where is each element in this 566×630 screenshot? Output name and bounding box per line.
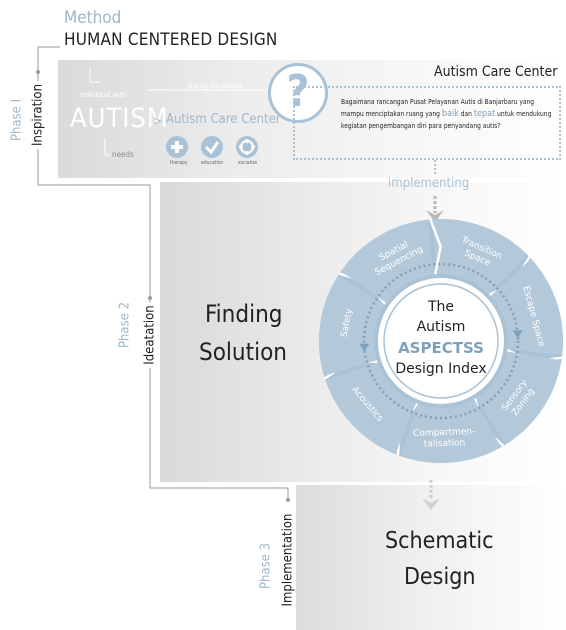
wheel-segment [325,362,416,455]
wheel-segment-label: Compartmen-talisation [413,427,476,450]
autism-word: AUTISM [70,103,169,134]
schematic-text: Schematic [385,528,494,554]
design-text: Design [404,564,476,590]
wheel-segment [490,258,563,356]
question-text: Bagaimana rancangan Pusat Pelayanan Auti… [341,96,557,132]
question-after: untuk mendukung kegiatan pengembangan di… [341,110,552,130]
therapy-icon [166,136,188,158]
wheel-center-text: Autism [417,319,466,335]
word-baik: baik [441,109,459,119]
question-box [293,86,561,160]
wheel-center-text: ASPECTSS [398,339,484,357]
implementing-label: implementing [388,176,470,191]
education-label: education [201,160,224,166]
therapy-label: therapy [170,160,188,166]
wheel-segment [476,351,562,445]
phase2-name: Ideatation [142,302,158,368]
implementing-arrow [426,160,444,222]
solution-text: Solution [199,338,287,366]
word-dan: dan [460,110,472,118]
care-center-arrow: > [153,114,163,128]
phase2-label: Phase 2 [117,301,133,349]
question-before: Bagaimana rancangan Pusat Pelayanan Auti… [341,98,535,118]
ring-arrowhead [359,343,370,352]
word-tepat: tepat [473,109,496,119]
wheel-dotted-ring [362,262,520,420]
education-icon [201,136,223,158]
method-label: Method [64,8,122,28]
wheel-chevron [429,219,442,275]
ring-arrowhead [512,330,523,339]
wheel-center-text: The [427,299,454,315]
socialize-label: socialize [238,160,258,166]
phase3-label: Phase 3 [258,542,274,590]
question-title: Autism Care Center [434,64,558,80]
question-circle [268,63,328,123]
individual-with-label: Individual with [80,91,127,99]
phase3-name: Implementation [280,510,296,610]
phase1-label: Phase I [9,98,25,142]
finding-text: Finding [205,300,283,328]
wheel-segment [432,219,528,294]
wheel-segment [340,219,434,303]
care-center-label: Autism Care Center [166,112,281,127]
wheel-segment [319,275,385,376]
socialize-icon [236,136,258,158]
hcd-title: HUMAN CENTERED DESIGN [64,30,278,50]
wheel-center-text: Design Index [395,361,486,377]
question-mark-icon: ? [286,66,310,117]
wheel-center-ring [383,283,499,399]
wheel-center [378,278,504,404]
sharing-problem-label: sharing the problem [188,83,243,90]
schematic-arrow [422,480,440,510]
needs-label: needs [112,150,134,159]
phase1-name: Inspiration [30,80,46,150]
